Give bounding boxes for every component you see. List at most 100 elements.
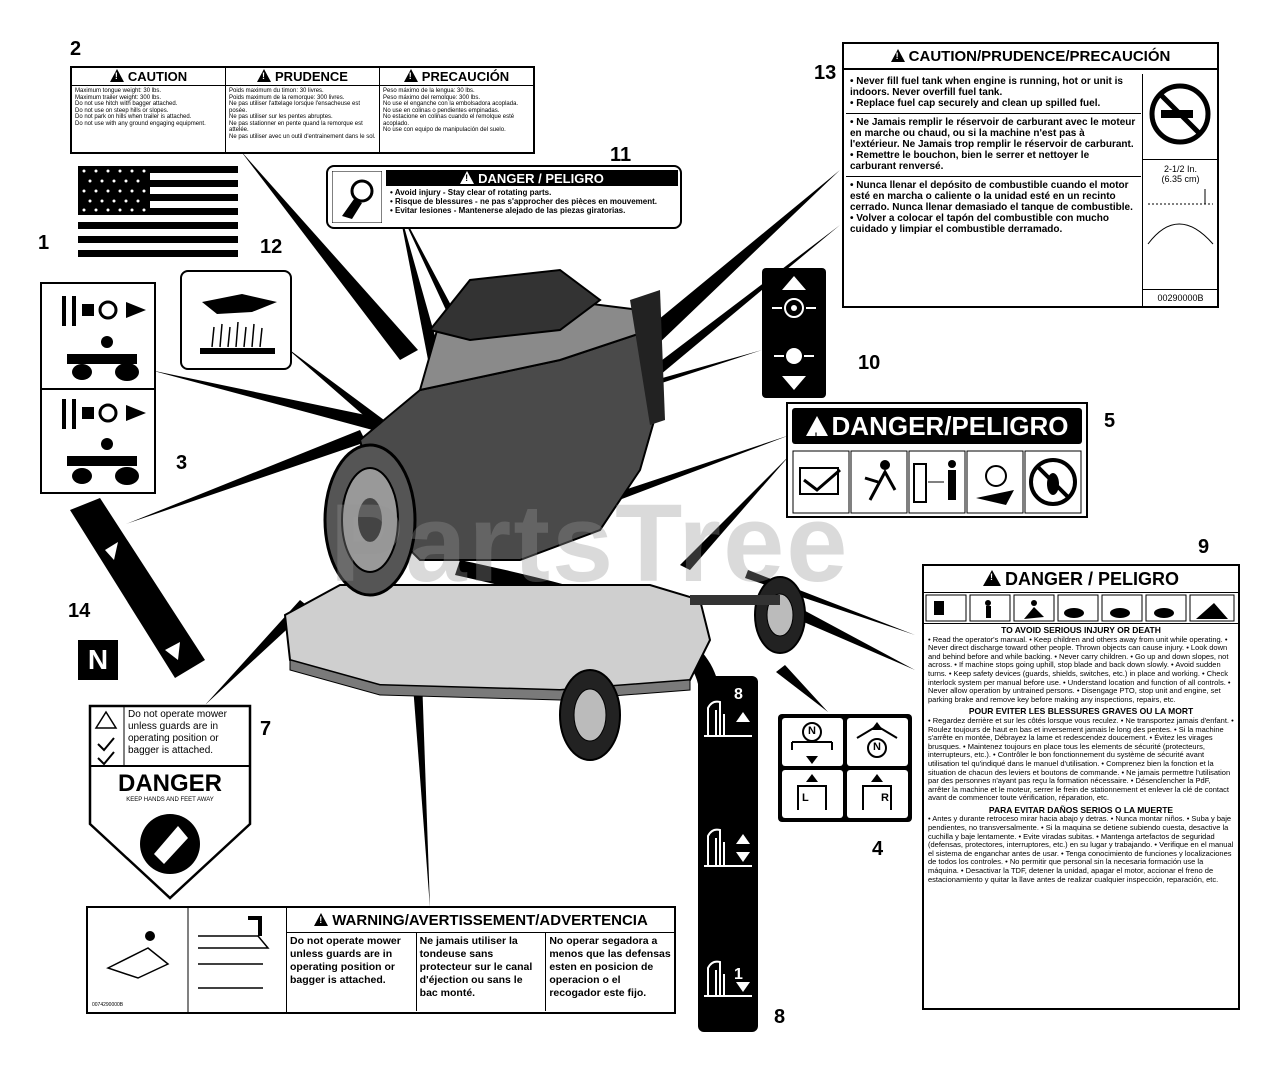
decal-11-line-es: • Evitar lesiones - Mantenerse alejado d…: [390, 206, 626, 215]
callout-12: 12: [260, 236, 283, 258]
decal-6-text-en: Do not operate mower unless guards are i…: [287, 933, 417, 1011]
decal-13-caution-fuel: CAUTION/PRUDENCE/PRECAUCIÓN • Never fill…: [842, 42, 1219, 308]
decal-4-cell-neutral-2: N: [847, 718, 908, 766]
warning-triangle-icon: [257, 69, 272, 82]
keep-away-distance-icon: [908, 450, 966, 514]
callout-11: 11: [610, 144, 632, 166]
decal-11-line-fr: • Risque de blessures - ne pas s'approch…: [390, 197, 658, 206]
callout-8: 8: [774, 1006, 786, 1028]
callout-7: 7: [260, 718, 272, 740]
decal-12-hot-surface: [180, 270, 292, 370]
decal-7-line-4: bagger is attached.: [128, 745, 214, 756]
decal-8-top-number: 8: [734, 686, 743, 703]
callout-9: 9: [1198, 536, 1210, 558]
leader-3: [150, 370, 380, 432]
warning-triangle-icon: [314, 913, 329, 926]
decal-8-bottom-number: 1: [734, 966, 743, 983]
warning-triangle-icon: [109, 69, 124, 82]
decal-7-line-3: operating position or: [128, 733, 219, 744]
decal-9-danger-safety-rules: DANGER / PELIGRO TO AVOID SERIOUS INJURY…: [922, 564, 1240, 1010]
no-smoking-icon: [1149, 83, 1211, 145]
warning-triangle-icon: [982, 570, 1001, 586]
decal-11-header: DANGER / PELIGRO: [478, 171, 604, 186]
fuel-level-icon: [1147, 189, 1214, 245]
right-r-label: R: [881, 792, 889, 804]
decal-5-danger-pictograms: DANGER/PELIGRO: [786, 402, 1088, 518]
attach-lever-icons: [42, 296, 154, 485]
decal-7-line-1: Do not operate mower: [128, 709, 227, 720]
decal-7-line-2: unless guards are in: [128, 721, 219, 732]
decal-9-subheader-en: TO AVOID SERIOUS INJURY OR DEATH: [1001, 625, 1161, 635]
callout-4: 4: [872, 838, 884, 860]
decal-4-cell-neutral-1: N: [782, 718, 843, 766]
thrown-objects-icon: [850, 450, 908, 514]
callout-14: 14: [68, 600, 91, 622]
decal-2-caution-hitch: CAUTION PRUDENCE PRECAUCIÓN Maximum tong…: [70, 66, 535, 154]
decal-2-header-en: CAUTION: [127, 69, 188, 84]
decal-13-dimension-cm: (6.35 cm): [1161, 174, 1200, 184]
leader-12: [283, 345, 384, 428]
decal-9-subheader-fr: POUR EVITER LES BLESSURES GRAVES OU LA M…: [968, 706, 1194, 717]
height-of-cut-icons: [704, 700, 752, 997]
decal-10-throttle: [762, 268, 826, 398]
decal-7-keep-away: KEEP HANDS AND FEET AWAY: [126, 797, 214, 803]
neutral-n-label: N: [873, 741, 881, 753]
decal-9-subheader-es: PARA EVITAR DAÑOS SERIOS O LA MUERTE: [988, 804, 1174, 815]
decal-7-shield-outline: [88, 704, 252, 900]
neutral-glyph: N: [87, 644, 109, 675]
us-flag-icon: [78, 166, 238, 257]
decal-7-danger-guards: Do not operate mower unless guards are i…: [88, 704, 252, 900]
decal-11-danger-rotating: DANGER / PELIGRO • Avoid injury - Stay c…: [326, 165, 682, 229]
leader-7: [205, 600, 310, 705]
decal-11-line-en: • Avoid injury - Stay clear of rotating …: [390, 188, 552, 197]
decal-2-header-fr: PRUDENCE: [275, 69, 348, 84]
leader-4: [776, 665, 828, 712]
callout-5: 5: [1104, 410, 1116, 432]
leader-1: [126, 430, 366, 524]
warning-triangle-icon: [460, 171, 475, 184]
decal-13-header: CAUTION/PRUDENCE/PRECAUCIÓN: [908, 48, 1171, 65]
rotating-parts-icon: [332, 171, 382, 223]
callout-1: 1: [38, 232, 50, 254]
decal-6-header: WARNING/AVERTISSEMENT/ADVERTENCIA: [332, 912, 648, 929]
leader-5b: [680, 455, 790, 570]
callout-13: 13: [814, 62, 837, 84]
warning-triangle-icon: [403, 69, 418, 82]
decal-4-motion-control: N N L R: [778, 714, 912, 822]
decal-8-height-of-cut: 8 1: [698, 676, 758, 1032]
decal-9-body-en: • Read the operator's manual. • Keep chi…: [928, 634, 1231, 704]
left-l-label: L: [802, 792, 809, 804]
callout-3: 3: [176, 452, 188, 474]
decal-9-body-es: • Antes y durante retroceso mirar hacia …: [928, 814, 1234, 884]
callout-10: 10: [858, 352, 881, 374]
decal-6-part-number: 0074290000B: [92, 1002, 124, 1008]
decal-6-text-es: No operar segadora a menos que las defen…: [549, 935, 671, 999]
warning-triangle-icon: [805, 416, 828, 454]
neutral-n-label: N: [808, 725, 816, 737]
decal-14-strip: [70, 498, 205, 678]
hot-surface-hand-icon: [200, 294, 277, 354]
warning-triangle-icon: [890, 49, 905, 62]
decal-9-header: DANGER / PELIGRO: [1004, 569, 1179, 589]
manual-read-icon: [792, 450, 850, 514]
callout-2: 2: [70, 38, 82, 60]
decal-2-header-es: PRECAUCIÓN: [421, 69, 510, 84]
leader-2: [240, 150, 418, 360]
decal-7-danger-word: DANGER: [117, 770, 222, 797]
decal-4-cell-right-turn: R: [847, 770, 908, 818]
decal-9-pictogram-row: [924, 592, 1238, 624]
decal-6-text-fr: Ne jamais utiliser la tondeuse sans prot…: [417, 933, 547, 1011]
decal-4-cell-left-turn: L: [782, 770, 843, 818]
blade-hazard-icon: [966, 450, 1024, 514]
decal-3-attach-control: [40, 282, 156, 494]
throttle-arrows-icon: [772, 276, 816, 390]
decal-6-warning-guards: 0074290000B WARNING/AVERTISSEMENT/ADVERT…: [86, 906, 676, 1014]
decal-13-part-number: 00290000B: [1143, 289, 1218, 306]
decal-6-pictograms: [106, 908, 270, 1012]
decal-14-neutral: N: [78, 640, 118, 680]
decal-9-body-fr: • Regardez derrière et sur les côtés lor…: [928, 715, 1234, 803]
decal-13-dimension-in: 2-1/2 In.: [1163, 164, 1198, 174]
decal-5-header: DANGER/PELIGRO: [831, 411, 1069, 441]
